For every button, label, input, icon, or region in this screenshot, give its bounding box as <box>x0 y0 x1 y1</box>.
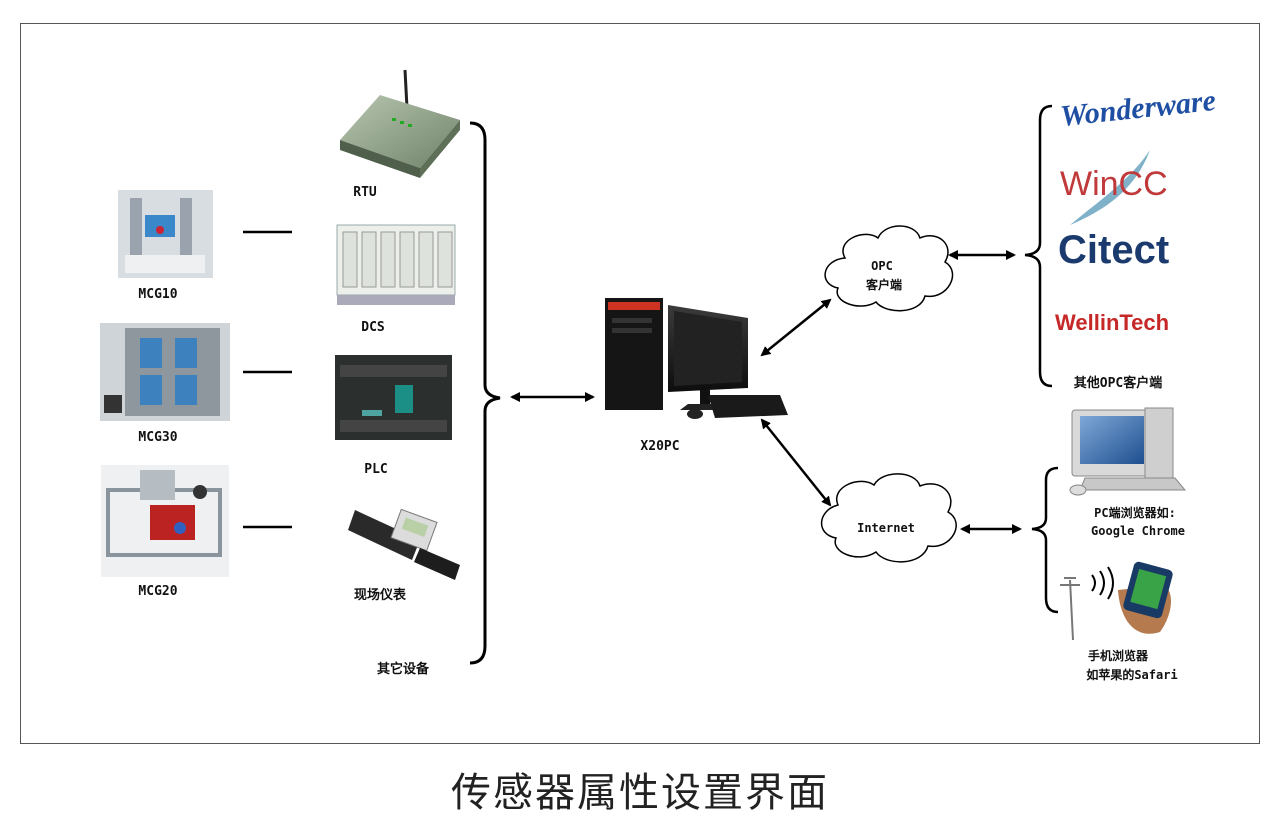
other-devices-label: 其它设备 <box>376 662 430 677</box>
x20pc-label: X20PC <box>640 439 680 454</box>
pc-to-opc-arrow <box>760 298 832 357</box>
plc-device <box>335 355 452 440</box>
opc-cloud-label-line1: OPC <box>871 259 893 273</box>
opc-clients-bracket <box>1024 104 1053 388</box>
pc-browser-computer <box>1069 407 1187 496</box>
citect-logo: Citect <box>1058 228 1170 272</box>
mobile-browser-label-line2: 如苹果的Safari <box>1086 668 1178 682</box>
page-caption: 传感器属性设置界面 <box>451 770 829 816</box>
field-instrument <box>348 508 460 580</box>
diagram-frame <box>20 23 1260 744</box>
opc-cloud-label-line2: 客户端 <box>865 278 903 292</box>
internet-cloud-label: Internet <box>857 521 915 535</box>
mobile-phone-hand <box>1060 561 1173 641</box>
pc-to-internet-arrow <box>760 418 832 507</box>
pc-browser-label-line1: PC端浏览器如: <box>1094 506 1176 520</box>
dcs-label: DCS <box>361 320 385 335</box>
mcg20-photo <box>101 465 229 577</box>
mcg10-photo <box>118 190 213 278</box>
mcg30-label: MCG30 <box>138 430 178 445</box>
mobile-browser-label-line1: 手机浏览器 <box>1087 649 1149 663</box>
mcg30-photo <box>100 323 230 421</box>
field-instrument-label: 现场仪表 <box>353 588 407 603</box>
mcg20-label: MCG20 <box>138 584 178 599</box>
pc-browser-label-line2: Google Chrome <box>1091 524 1185 538</box>
rtu-device <box>340 69 460 178</box>
dcs-device <box>336 224 456 305</box>
other-opc-clients-label: 其他OPC客户端 <box>1073 376 1163 391</box>
plc-label: PLC <box>364 462 388 477</box>
device-group-bracket <box>469 121 501 665</box>
opc-cloud <box>824 225 954 312</box>
rtu-label: RTU <box>353 185 377 200</box>
x20pc-computer <box>605 298 788 419</box>
wellintech-logo: WellinTech <box>1055 310 1170 335</box>
wincc-logo: WinCC <box>1060 165 1168 203</box>
browsers-bracket <box>1031 466 1059 614</box>
mcg10-label: MCG10 <box>138 287 178 302</box>
internet-cloud <box>820 473 957 563</box>
